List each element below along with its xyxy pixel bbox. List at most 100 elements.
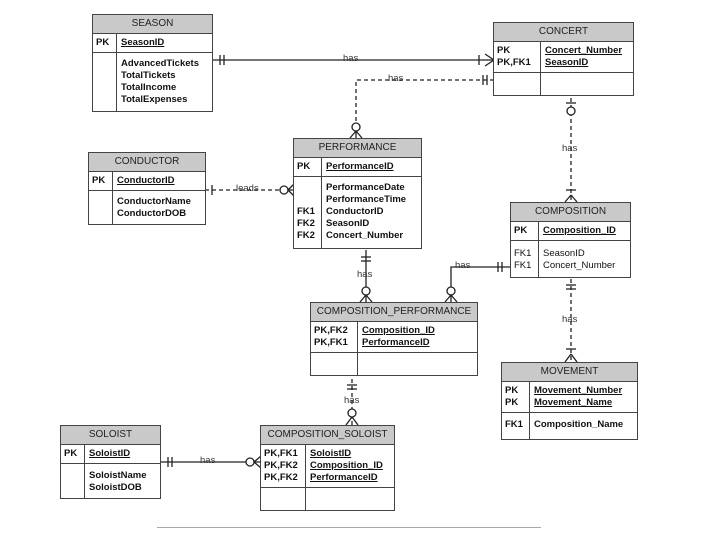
attr-section: FK1 Composition_Name (502, 413, 637, 439)
key-label: FK2 (297, 230, 315, 241)
key-label: PK,FK2 (264, 472, 298, 483)
attr-list: AdvancedTickets TotalTickets TotalIncome… (117, 53, 203, 111)
key-label: PK (89, 172, 113, 190)
rel-label-composition-comp-perf: has (455, 260, 471, 271)
attr-section (261, 488, 394, 510)
table-conductor: CONDUCTOR PK ConductorID ConductorName C… (88, 152, 206, 225)
table-movement: MOVEMENT PK PK Movement_Number Movement_… (501, 362, 638, 440)
fk-labels: FK1 FK1 (511, 241, 539, 277)
attribute: Concert_Number (543, 260, 616, 271)
key-label: PK (511, 222, 539, 240)
pk-section: PK SeasonID (93, 34, 212, 53)
attribute: SoloistDOB (89, 482, 142, 493)
rel-label-soloist-comp-soloist: has (200, 455, 216, 466)
attr-section: ConductorName ConductorDOB (89, 191, 205, 224)
pk-attribute: Composition_ID (362, 325, 435, 336)
table-soloist: SOLOIST PK SoloistID SoloistName Soloist… (60, 425, 161, 499)
table-season: SEASON PK SeasonID AdvancedTickets Total… (92, 14, 213, 112)
table-performance: PERFORMANCE PK PerformanceID FK1 FK2 FK2… (293, 138, 422, 249)
table-title: SOLOIST (61, 426, 160, 445)
pk-attribute: SeasonID (545, 57, 589, 68)
attr-section: FK1 FK1 SeasonID Concert_Number (511, 241, 630, 277)
rel-label-performance-comp-perf: has (357, 269, 373, 280)
pk-attribute: ConductorID (117, 175, 175, 186)
pk-section: PK,FK1 PK,FK2 PK,FK2 SoloistID Compositi… (261, 445, 394, 488)
key-label: PK,FK2 (314, 325, 348, 336)
pk-section: PK PK,FK1 Concert_Number SeasonID (494, 42, 633, 73)
table-composition-soloist: COMPOSITION_SOLOIST PK,FK1 PK,FK2 PK,FK2… (260, 425, 395, 511)
attribute: TotalIncome (121, 82, 177, 93)
table-title: MOVEMENT (502, 363, 637, 382)
table-title: CONCERT (494, 23, 633, 42)
attr-section: AdvancedTickets TotalTickets TotalIncome… (93, 53, 212, 111)
attr-list: SeasonID Concert_Number (539, 241, 619, 277)
rel-label-conductor-performance: leads (236, 183, 259, 194)
key-label: FK2 (297, 218, 315, 229)
pk-attribute: SoloistID (310, 448, 352, 459)
pk-section: PK,FK2 PK,FK1 Composition_ID Performance… (311, 322, 477, 353)
pk-attribute: PerformanceID (362, 337, 430, 348)
pk-attribute: Composition_ID (310, 460, 383, 471)
key-labels: PK PK,FK1 (494, 42, 541, 72)
key-labels: PK,FK1 PK,FK2 PK,FK2 (261, 445, 306, 487)
pk-section: PK Composition_ID (511, 222, 630, 241)
pk-attribute: Movement_Name (534, 397, 613, 408)
pk-attributes: Composition_ID PerformanceID (358, 322, 439, 352)
fk-labels: FK1 FK2 FK2 (294, 177, 322, 248)
pk-attribute: PerformanceID (326, 161, 394, 172)
attr-section (494, 73, 633, 95)
pk-attribute: SoloistID (89, 448, 131, 459)
pk-section: PK PerformanceID (294, 158, 421, 177)
key-label: FK1 (514, 260, 532, 271)
rel-comp-perf-comp-soloist (345, 379, 359, 426)
table-title: COMPOSITION_SOLOIST (261, 426, 394, 445)
rel-soloist-comp-soloist (160, 455, 262, 469)
key-label: PK (294, 158, 322, 176)
pk-attributes: SoloistID Composition_ID PerformanceID (306, 445, 387, 487)
pk-attribute: PerformanceID (310, 472, 378, 483)
pk-attributes: Concert_Number SeasonID (541, 42, 626, 72)
attribute: SoloistName (89, 470, 147, 481)
rel-concert-performance (349, 75, 494, 139)
pk-attribute: SeasonID (121, 37, 165, 48)
pk-section: PK ConductorID (89, 172, 205, 191)
key-label: PK (505, 397, 519, 408)
table-composition-performance: COMPOSITION_PERFORMANCE PK,FK2 PK,FK1 Co… (310, 302, 478, 376)
rel-composition-comp-perf (444, 262, 511, 303)
table-concert: CONCERT PK PK,FK1 Concert_Number SeasonI… (493, 22, 634, 96)
attribute: TotalExpenses (121, 94, 188, 105)
pk-attributes: Movement_Number Movement_Name (530, 382, 626, 412)
pk-section: PK PK Movement_Number Movement_Name (502, 382, 637, 413)
key-label: PK,FK1 (264, 448, 298, 459)
rel-label-comp-perf-comp-soloist: has (344, 395, 360, 406)
table-title: SEASON (93, 15, 212, 34)
key-label: FK1 (297, 206, 315, 217)
divider (157, 527, 541, 528)
attribute: SeasonID (326, 218, 370, 229)
attribute: PerformanceTime (326, 194, 407, 205)
key-label: PK (61, 445, 85, 463)
table-title: COMPOSITION_PERFORMANCE (311, 303, 477, 322)
rel-concert-composition (564, 98, 578, 203)
table-title: PERFORMANCE (294, 139, 421, 158)
key-labels: PK PK (502, 382, 530, 412)
rel-label-season-concert: has (343, 53, 359, 64)
rel-label-composition-movement: has (562, 314, 578, 325)
attribute: ConductorName (117, 196, 191, 207)
attribute: PerformanceDate (326, 182, 405, 193)
attribute: SeasonID (543, 248, 585, 259)
key-label: PK,FK1 (497, 57, 531, 68)
rel-performance-comp-perf (359, 250, 373, 303)
table-title: CONDUCTOR (89, 153, 205, 172)
table-composition: COMPOSITION PK Composition_ID FK1 FK1 Se… (510, 202, 631, 278)
attribute: ConductorDOB (117, 208, 187, 219)
table-title: COMPOSITION (511, 203, 630, 222)
attr-list: ConductorName ConductorDOB (113, 191, 195, 224)
rel-season-concert (212, 53, 495, 67)
attr-list: SoloistName SoloistDOB (85, 464, 151, 498)
pk-attribute: Concert_Number (545, 45, 623, 56)
pk-section: PK SoloistID (61, 445, 160, 464)
attr-section (311, 353, 477, 375)
pk-attribute: Composition_ID (543, 225, 616, 236)
